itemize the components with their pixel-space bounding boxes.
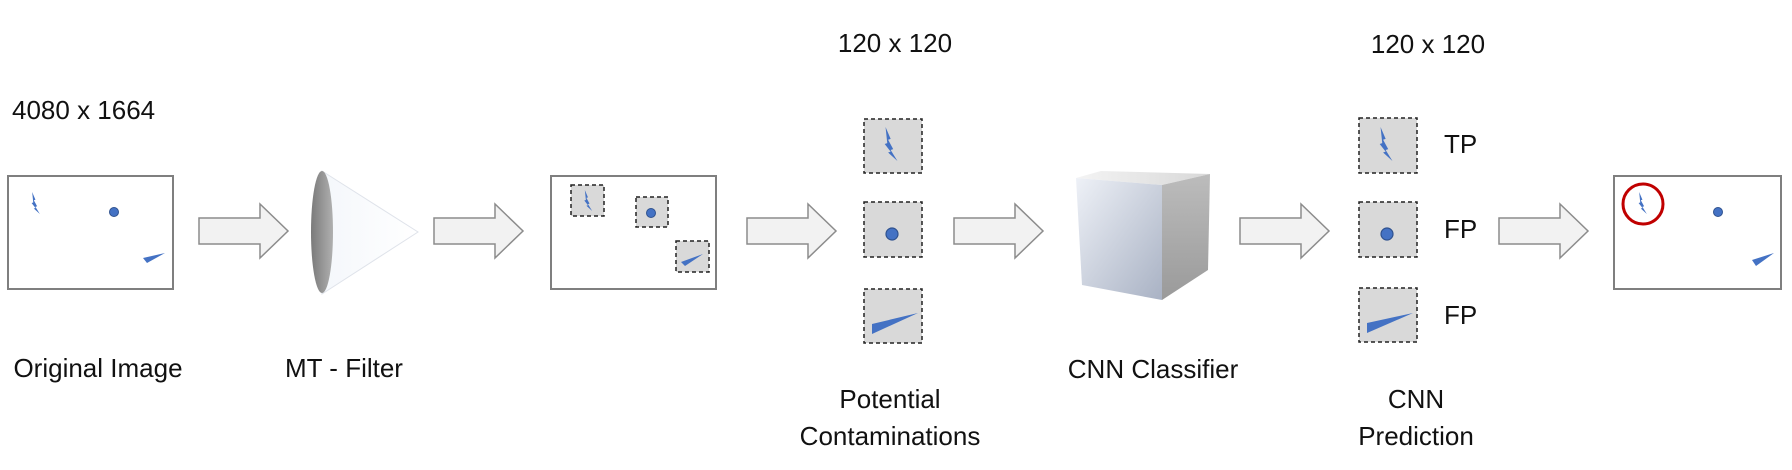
dot-contamination bbox=[885, 227, 899, 241]
prediction-caption-line1: CNN bbox=[1388, 384, 1444, 414]
result-image-frame bbox=[1613, 175, 1782, 290]
classifier-caption: CNN Classifier bbox=[1068, 354, 1239, 384]
streak-contamination bbox=[872, 313, 918, 334]
prediction-size-label: 120 x 120 bbox=[1371, 29, 1485, 59]
dot-contamination bbox=[646, 208, 656, 218]
streak-contamination bbox=[1752, 253, 1774, 266]
streak-contamination bbox=[681, 254, 703, 266]
true-positive-circle bbox=[1621, 182, 1665, 226]
cone-base bbox=[311, 171, 333, 293]
dot-contamination bbox=[1380, 227, 1394, 241]
arrow-right-icon bbox=[198, 202, 290, 260]
detection-box bbox=[675, 240, 710, 273]
original-caption: Original Image bbox=[13, 353, 182, 383]
arrow-right-icon bbox=[1498, 202, 1590, 260]
arrow-right-icon bbox=[1239, 202, 1331, 260]
prediction-label-fp: FP bbox=[1444, 300, 1477, 330]
original-image-frame bbox=[7, 175, 174, 290]
arrow-right-icon bbox=[433, 202, 525, 260]
prediction-label-fp: FP bbox=[1444, 214, 1477, 244]
patch bbox=[863, 288, 923, 344]
streak-contamination bbox=[1367, 313, 1413, 333]
patch bbox=[1358, 117, 1418, 174]
filter-caption: MT - Filter bbox=[285, 353, 403, 383]
cube-icon bbox=[1076, 171, 1210, 300]
prediction-label-tp: TP bbox=[1444, 129, 1477, 159]
dot-contamination bbox=[1713, 207, 1723, 217]
prediction-caption-line2: Prediction bbox=[1358, 421, 1474, 451]
potential-caption-line2: Contaminations bbox=[800, 421, 981, 451]
patch bbox=[863, 118, 923, 174]
arrow-right-icon bbox=[953, 202, 1045, 260]
dot-contamination bbox=[109, 207, 119, 217]
original-size-label: 4080 x 1664 bbox=[12, 95, 155, 125]
potential-caption-line1: Potential bbox=[839, 384, 940, 414]
arrow-right-icon bbox=[746, 202, 838, 260]
streak-contamination bbox=[143, 253, 165, 263]
cone-icon bbox=[321, 170, 419, 295]
potential-size-label: 120 x 120 bbox=[838, 28, 952, 58]
